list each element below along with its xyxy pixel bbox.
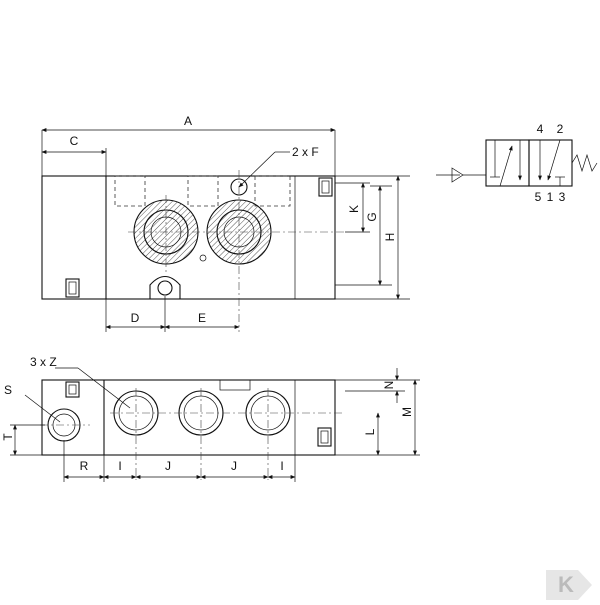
symbol-port-1: 1	[547, 190, 554, 204]
end-tab-bottom	[65, 278, 80, 298]
side-view: 3 x Z S T R I J J I N L M	[1, 355, 420, 482]
symbol-box-left	[485, 139, 530, 187]
dim-F-label: 2 x F	[292, 145, 319, 159]
side-tab-bottom-inner	[320, 430, 329, 444]
valve-symbol: 4 2 5 1 3	[436, 122, 598, 204]
end-tab-bottom-inner	[68, 281, 77, 295]
symbol-port-4: 4	[537, 122, 544, 136]
symbol-port-2: 2	[557, 122, 564, 136]
end-tab-top	[318, 177, 333, 197]
dim-I-left-label: I	[118, 459, 121, 473]
symbol-left-arrow-up	[499, 145, 513, 187]
brand-logo: K	[546, 570, 592, 600]
symbol-port-3: 3	[559, 190, 566, 204]
mounting-hole-top	[230, 178, 248, 196]
dim-D-label: D	[131, 311, 140, 325]
top-view: A C 2 x F K G H D E	[41, 114, 410, 332]
symbol-box-right	[528, 139, 573, 187]
side-tab-bottom	[317, 427, 332, 447]
port-ring-right	[206, 199, 272, 265]
leader-S	[24, 394, 61, 423]
side-tab-top	[65, 381, 80, 398]
dim-J-right-label: J	[231, 459, 237, 473]
dim-R-label: R	[80, 459, 89, 473]
leader-Z	[77, 367, 131, 409]
dim-H-label: H	[383, 233, 397, 242]
side-tab-top-inner	[68, 384, 77, 395]
symbol-right-arrow2	[547, 139, 561, 181]
dim-E-label: E	[198, 311, 206, 325]
dim-G-label: G	[365, 212, 379, 221]
thread-bore-1	[114, 175, 146, 207]
side-notch	[219, 379, 251, 391]
side-port-1	[113, 390, 159, 436]
end-tab-top-inner	[321, 180, 330, 194]
side-port-3	[245, 390, 291, 436]
mounting-hole-bottom	[157, 280, 173, 296]
dim-Z-label: 3 x Z	[30, 355, 57, 369]
dim-L-label: L	[363, 428, 377, 435]
dim-S-label: S	[4, 383, 12, 397]
side-body-outline	[41, 379, 336, 456]
leader-F	[238, 151, 276, 188]
dim-N-label: N	[382, 381, 396, 390]
dim-M-label: M	[400, 407, 414, 417]
thread-bore-3	[254, 175, 291, 207]
dim-I-right-label: I	[280, 459, 283, 473]
dim-J-left-label: J	[165, 459, 171, 473]
symbol-spring	[571, 153, 598, 173]
dim-C-label: C	[70, 134, 79, 148]
dim-A-label: A	[184, 114, 192, 128]
symbol-port-5: 5	[535, 190, 542, 204]
thread-bore-2	[187, 175, 219, 207]
logo-background	[546, 570, 592, 600]
pilot-hole	[199, 254, 207, 262]
dim-T-label: T	[1, 433, 15, 441]
symbol-pilot-triangle	[451, 167, 464, 183]
mounting-lug-bottom	[149, 275, 181, 299]
dim-K-label: K	[347, 205, 361, 213]
logo-letter: K	[558, 572, 574, 597]
